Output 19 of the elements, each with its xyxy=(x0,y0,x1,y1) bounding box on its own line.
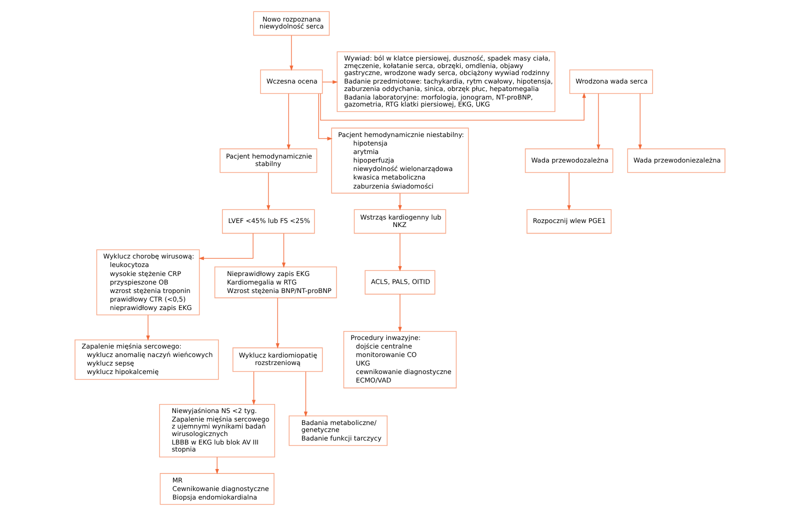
arrow xyxy=(318,92,333,140)
arrow xyxy=(398,293,402,332)
arrow xyxy=(320,92,586,120)
arrow xyxy=(146,314,150,340)
arrow xyxy=(322,80,338,84)
arrow xyxy=(266,172,270,210)
arrow xyxy=(596,92,600,150)
arrow xyxy=(198,232,254,260)
arrow xyxy=(290,34,294,70)
arrow xyxy=(304,370,308,416)
arrow xyxy=(638,92,642,150)
arrow xyxy=(398,232,402,271)
arrow xyxy=(398,192,402,210)
arrow xyxy=(282,232,286,268)
arrow xyxy=(215,456,219,474)
arrow xyxy=(252,370,256,405)
arrow xyxy=(276,297,280,348)
arrow xyxy=(567,172,571,210)
arrow xyxy=(286,92,290,150)
